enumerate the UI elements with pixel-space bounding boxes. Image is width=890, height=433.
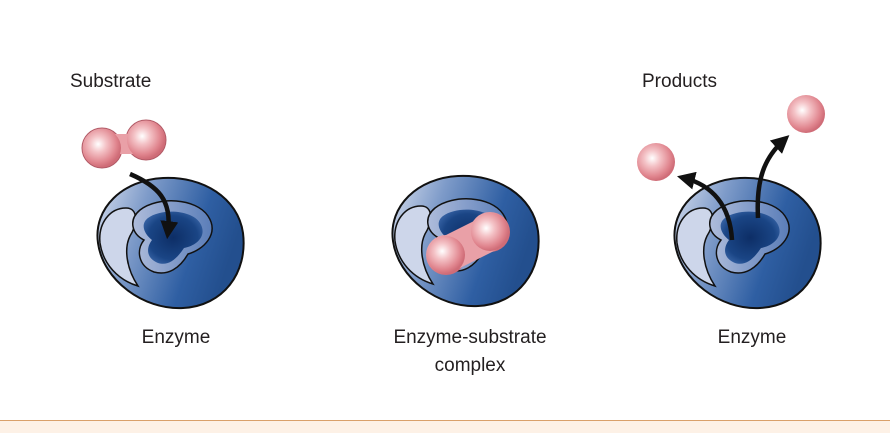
right-enzyme xyxy=(673,176,822,310)
substrate-molecule xyxy=(81,119,167,169)
left-enzyme xyxy=(96,176,245,310)
release-arrow-1 xyxy=(677,171,735,241)
release-arrow-2 xyxy=(755,135,790,219)
caption-band xyxy=(0,420,890,433)
right-enzyme-label: Enzyme xyxy=(717,327,787,348)
binding-arrow xyxy=(129,171,179,240)
complex-label-line2: complex xyxy=(434,355,506,376)
product-molecule-1 xyxy=(637,143,675,181)
substrate-label: Substrate xyxy=(70,71,152,92)
bound-substrate xyxy=(426,212,510,275)
products-label: Products xyxy=(642,71,717,92)
complex-label-line1: Enzyme-substrate xyxy=(393,327,547,348)
left-enzyme-label: Enzyme xyxy=(141,327,211,348)
product-molecule-2 xyxy=(787,95,825,133)
